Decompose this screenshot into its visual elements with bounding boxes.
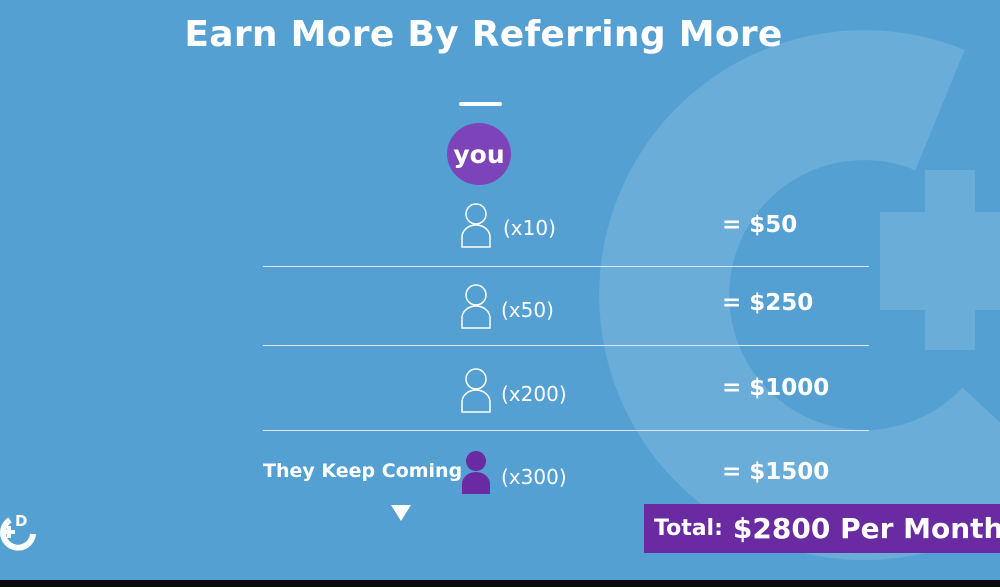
person-outline-icon	[461, 368, 491, 413]
down-triangle-icon	[391, 505, 411, 521]
total-banner: Total: $2800 Per Month	[644, 504, 1000, 553]
person-outline-icon	[461, 203, 491, 248]
tier-amount: = $50	[722, 212, 798, 238]
they-keep-coming-label: They Keep Coming	[263, 460, 463, 482]
svg-text:D: D	[15, 512, 27, 530]
tier-multiplier: (x200)	[501, 382, 567, 406]
tier-multiplier: (x300)	[501, 465, 567, 489]
person-outline-icon	[461, 284, 491, 329]
tier-amount: = $1000	[722, 375, 830, 401]
page-title: Earn More By Referring More	[184, 14, 783, 55]
brand-logo-icon: D	[0, 512, 36, 551]
tier-amount: = $1500	[722, 459, 830, 485]
total-label: Total:	[654, 516, 723, 541]
divider	[263, 266, 869, 267]
you-badge: you	[447, 123, 511, 185]
tier-multiplier: (x50)	[501, 298, 554, 322]
tier-amount: = $250	[722, 290, 814, 316]
total-value: $2800 Per Month	[732, 512, 1000, 545]
person-filled-icon	[462, 451, 490, 494]
divider	[263, 430, 869, 431]
tier-multiplier: (x10)	[503, 216, 556, 240]
you-connector-bar	[459, 102, 502, 106]
divider	[263, 345, 869, 346]
